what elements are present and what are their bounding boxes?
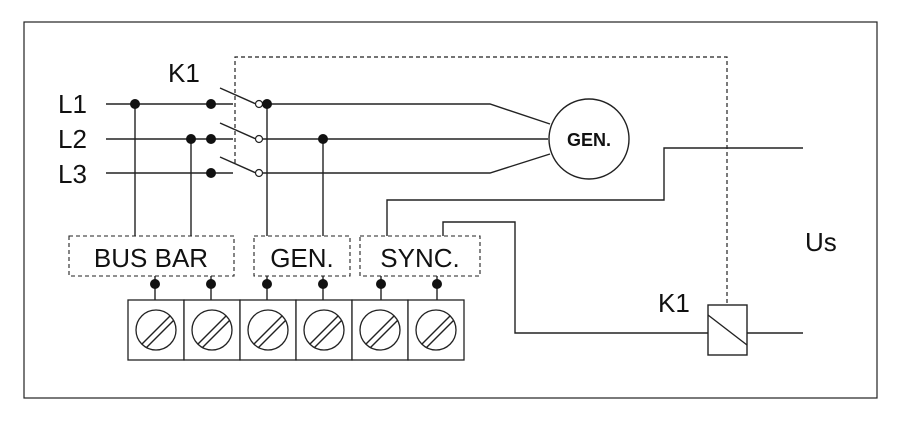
bus-bar-box	[68, 235, 235, 277]
label-k1-switch: K1	[168, 58, 200, 88]
tap-lines	[134, 104, 324, 236]
k1-mechanical-link	[234, 56, 728, 305]
terminal-block	[127, 299, 465, 361]
terminal-screws	[135, 309, 457, 351]
label-us: Us	[805, 227, 837, 257]
generator-symbol	[548, 98, 630, 180]
sync-wiring	[386, 147, 803, 334]
k1-relay-coil	[707, 304, 748, 356]
phase-lines	[106, 103, 213, 174]
bus-bar-label: BUS BAR	[94, 243, 208, 273]
generator-lines	[263, 103, 551, 174]
sync-group-label: SYNC.	[380, 243, 459, 273]
junction-dots	[130, 99, 328, 178]
generator-label: GEN.	[567, 130, 611, 150]
k1-switch-contacts	[213, 87, 264, 178]
label-k1-relay: K1	[658, 288, 690, 318]
gen-group-label: GEN.	[270, 243, 334, 273]
label-l1: L1	[58, 89, 87, 119]
diagram-frame	[23, 21, 878, 399]
gen-box	[253, 235, 351, 277]
sync-box	[359, 235, 481, 277]
terminal-stubs	[150, 276, 442, 300]
label-l2: L2	[58, 124, 87, 154]
label-l3: L3	[58, 159, 87, 189]
